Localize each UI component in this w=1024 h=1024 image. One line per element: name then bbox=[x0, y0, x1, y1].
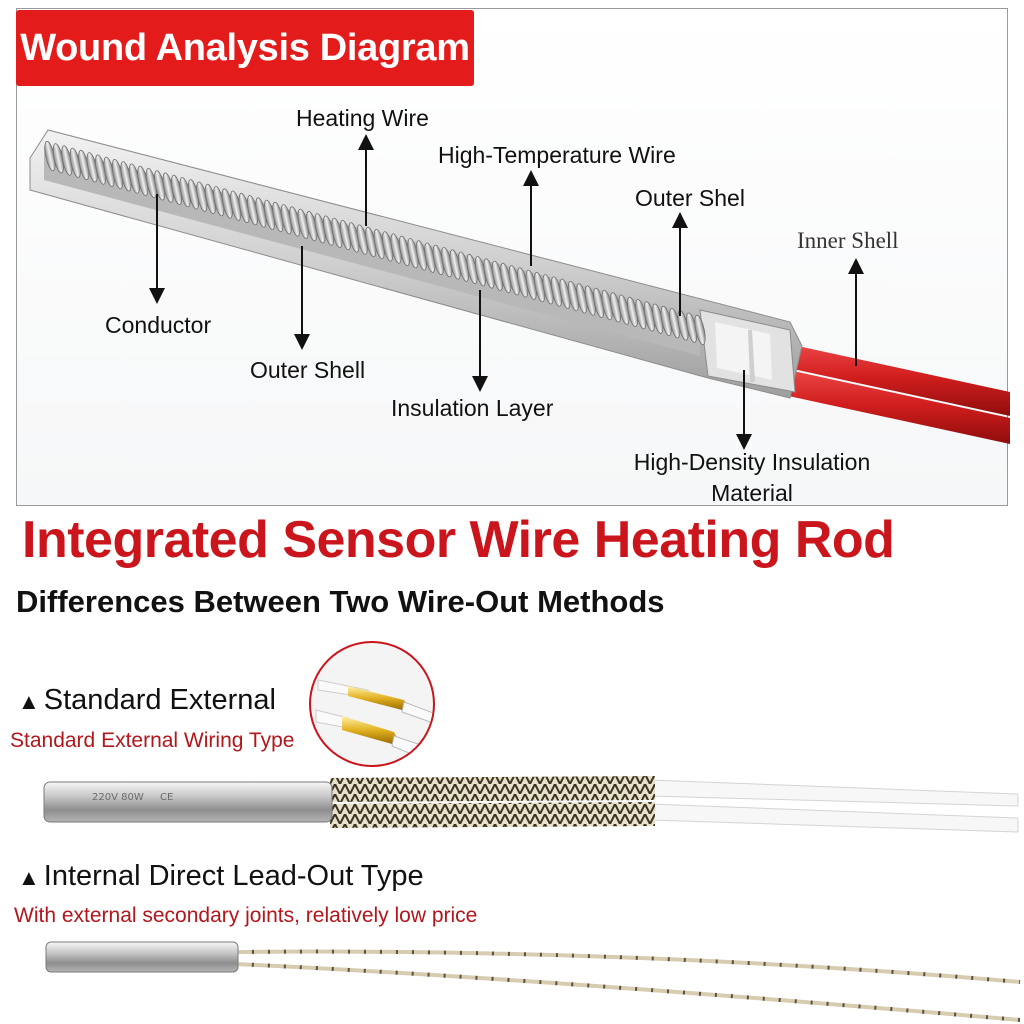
label-high-density-insulation: High-Density Insulation Material bbox=[612, 449, 892, 507]
label-conductor: Conductor bbox=[105, 312, 212, 338]
section-standard-external-heading: ▲Standard External bbox=[18, 684, 276, 717]
label-insulation-layer: Insulation Layer bbox=[391, 395, 554, 421]
label-high-density-line1: High-Density Insulation bbox=[633, 449, 871, 475]
standard-external-rod-image: 220V 80W CE bbox=[43, 776, 1019, 833]
heating-rod-cutaway-illustration bbox=[29, 129, 1010, 450]
connector-pins-zoom-image bbox=[309, 641, 435, 767]
red-lead-wires bbox=[770, 340, 1010, 444]
main-title: Integrated Sensor Wire Heating Rod bbox=[22, 511, 895, 569]
label-high-density-line2: Material bbox=[711, 480, 793, 506]
section-standard-external-note: Standard External Wiring Type bbox=[10, 729, 295, 752]
section-internal-direct-heading: ▲Internal Direct Lead-Out Type bbox=[18, 860, 424, 893]
label-outer-shel: Outer Shel bbox=[635, 185, 745, 211]
callout-arrows bbox=[149, 134, 864, 450]
heating-coil bbox=[44, 140, 706, 346]
triangle-marker-icon: ▲ bbox=[18, 689, 40, 714]
diagram-title-badge: Wound Analysis Diagram bbox=[16, 10, 474, 86]
coil-turn bbox=[694, 314, 706, 346]
label-heating-wire: Heating Wire bbox=[296, 105, 429, 131]
rod-marking-ce: CE bbox=[160, 792, 173, 803]
section-internal-direct-note: With external secondary joints, relative… bbox=[14, 904, 478, 927]
section-heading-text: Internal Direct Lead-Out Type bbox=[43, 860, 424, 892]
section-heading-text: Standard External bbox=[43, 684, 276, 716]
subtitle: Differences Between Two Wire-Out Methods bbox=[16, 584, 665, 619]
label-outer-shell: Outer Shell bbox=[250, 357, 366, 383]
label-inner-shell: Inner Shell bbox=[797, 228, 899, 253]
rod-marking-voltage: 220V 80W bbox=[92, 792, 144, 803]
internal-direct-rod-image bbox=[45, 941, 1021, 1022]
triangle-marker-icon: ▲ bbox=[18, 865, 40, 890]
label-high-temperature-wire: High-Temperature Wire bbox=[438, 142, 676, 168]
